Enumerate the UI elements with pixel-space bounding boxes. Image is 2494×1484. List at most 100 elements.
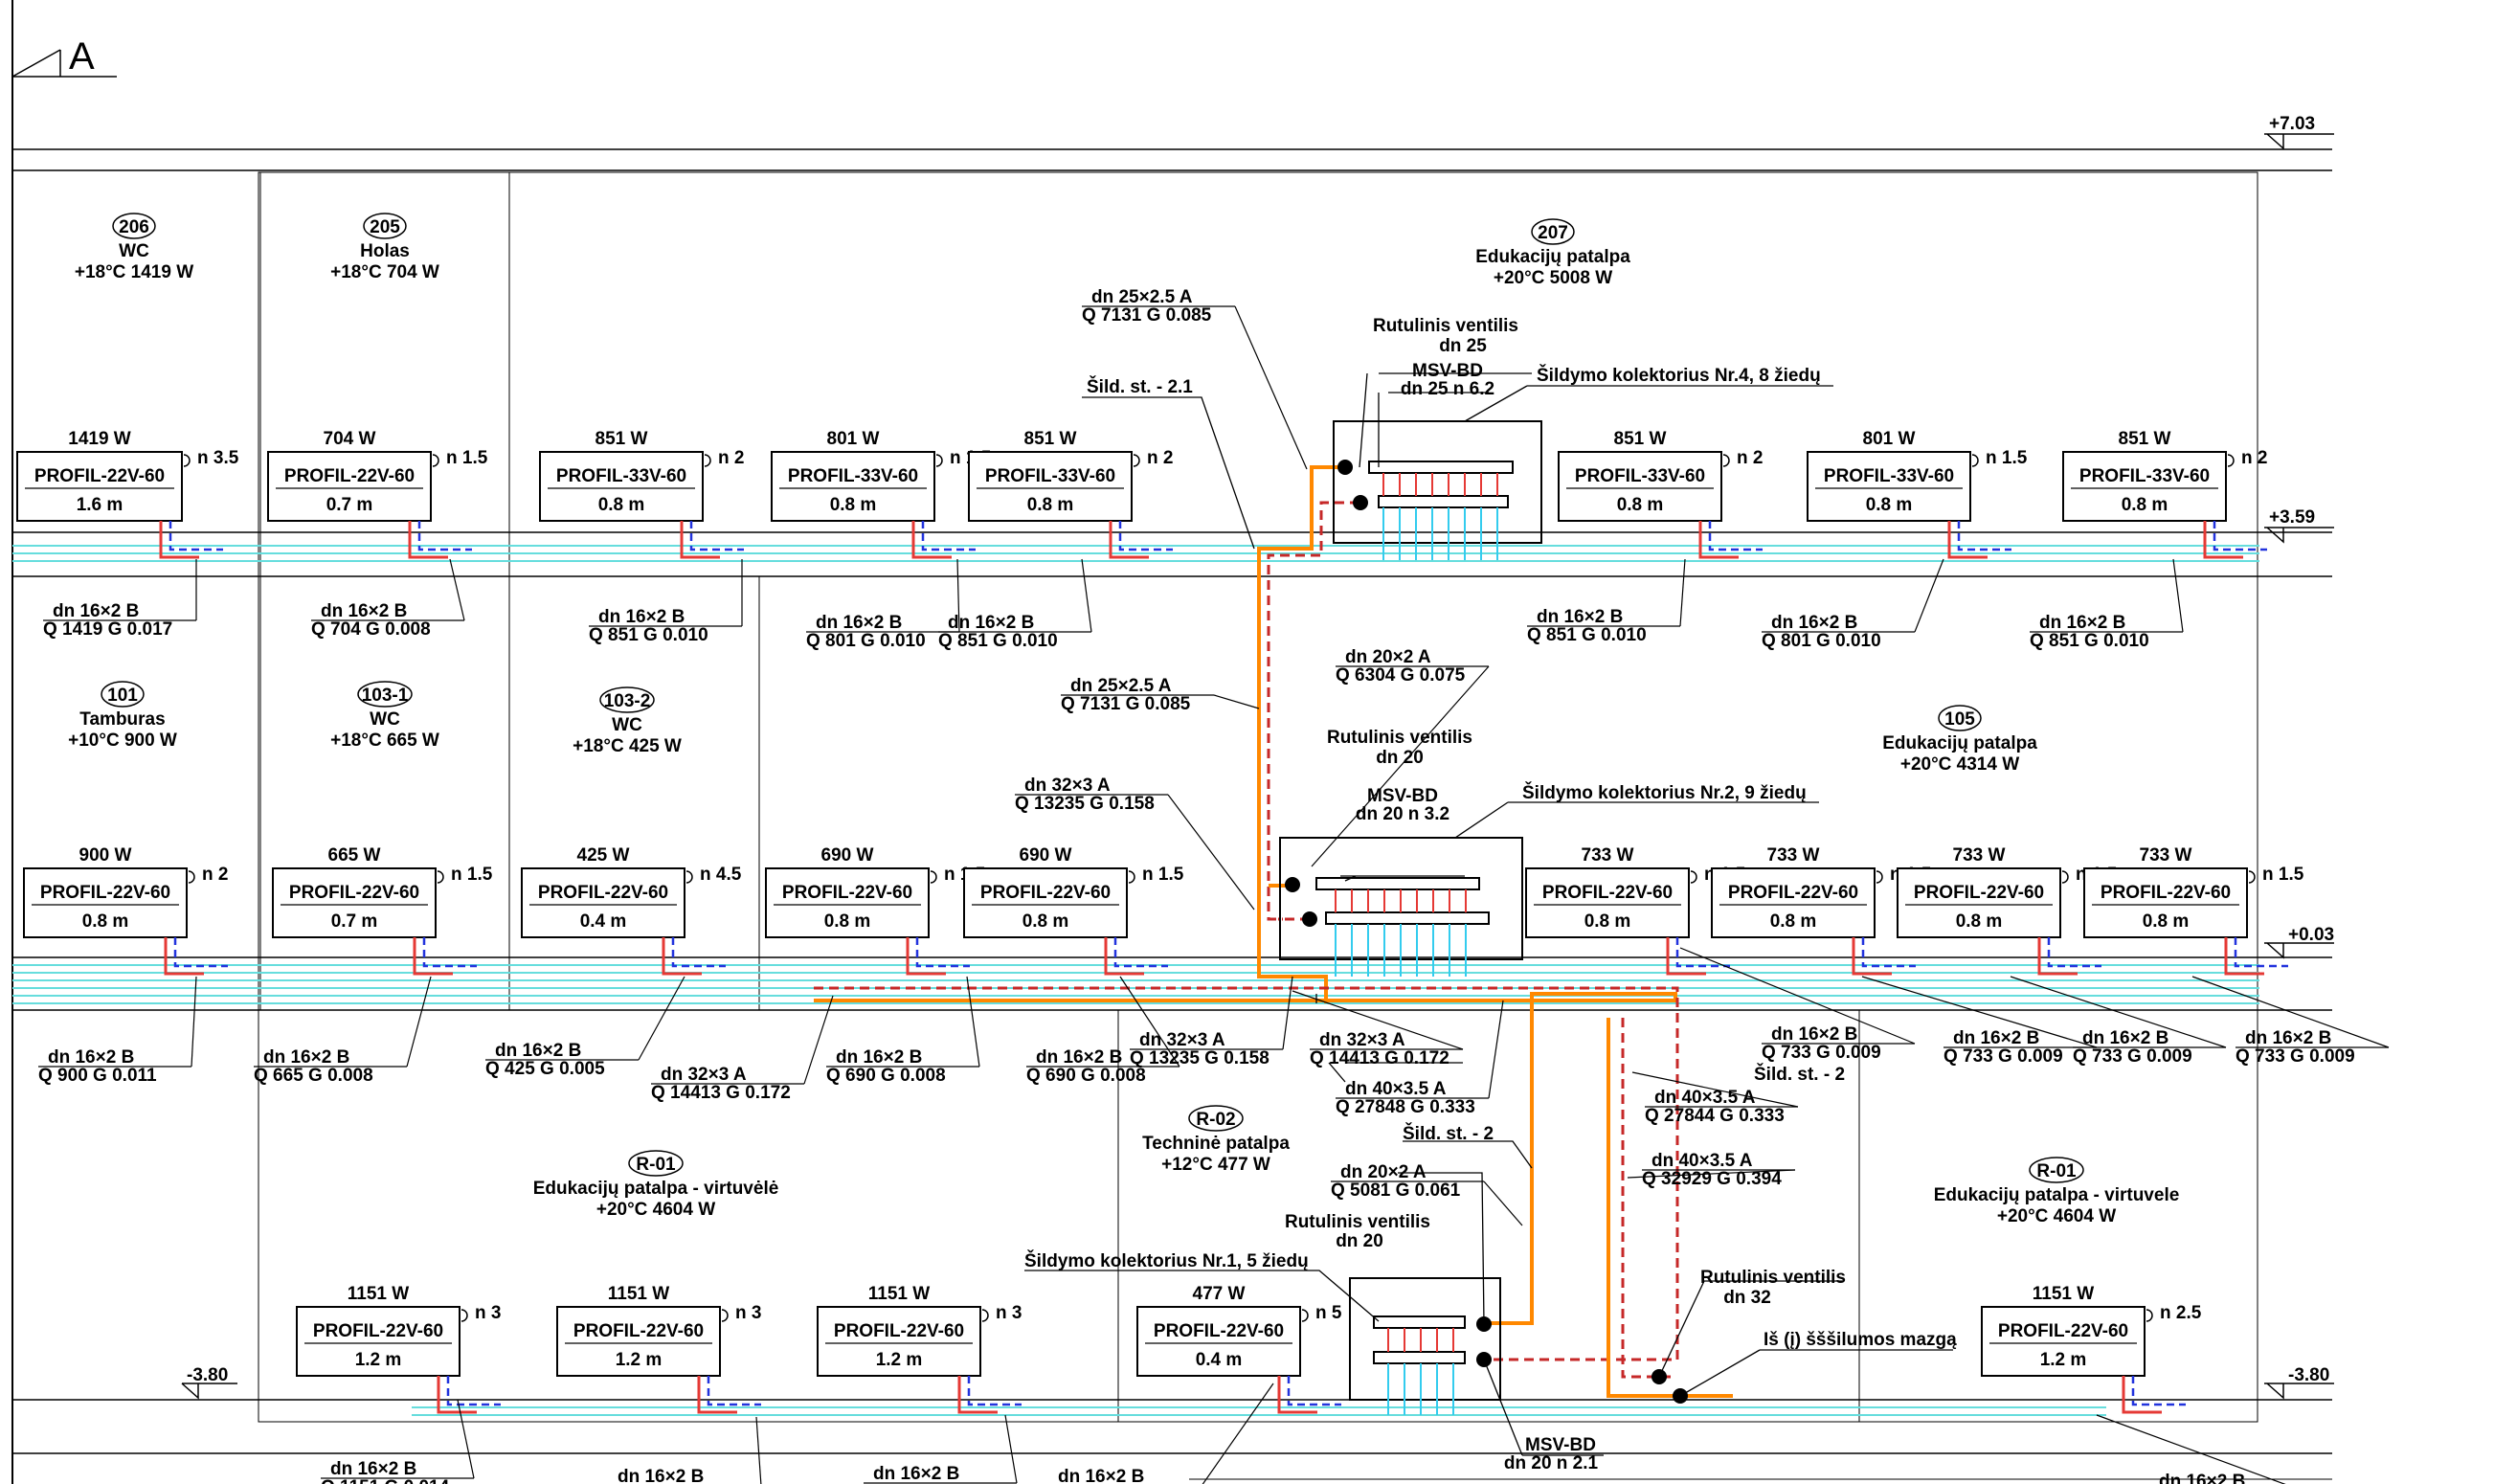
pipe-flow: Q 7131 G 0.085 xyxy=(1082,305,1212,326)
room-spec: +18°C 704 W xyxy=(330,262,439,282)
radiator-model: PROFIL-22V-60 xyxy=(1728,883,1858,903)
room-spec: +18°C 425 W xyxy=(573,736,682,756)
thermostat-icon xyxy=(721,1309,729,1322)
radiator-model: PROFIL-22V-60 xyxy=(1914,883,2044,903)
pipe-dimension: dn 16×2 B xyxy=(263,1047,349,1068)
pipe-flow: Q 900 G 0.011 xyxy=(38,1066,157,1086)
svg-text:Šildymo kolektorius Nr.4, 8 ži: Šildymo kolektorius Nr.4, 8 žiedų xyxy=(1537,365,1821,386)
pipe-label: dn 40×3.5 AQ 27844 G 0.333 xyxy=(1631,1071,1799,1126)
svg-text:dn 20: dn 20 xyxy=(1336,1231,1383,1251)
svg-text:+3.59: +3.59 xyxy=(2269,507,2315,528)
thermostat-icon xyxy=(1971,454,1979,467)
supply-pipe xyxy=(1666,937,1706,976)
radiator-model: PROFIL-33V-60 xyxy=(985,466,1115,486)
radiator-length: 1.2 m xyxy=(876,1350,923,1370)
radiator-power: 851 W xyxy=(595,429,648,449)
radiator-length: 0.8 m xyxy=(824,911,871,932)
supply-pipe xyxy=(697,1376,737,1414)
pipe-dimension: dn 32×3 A xyxy=(661,1065,747,1085)
valve-dot xyxy=(1353,495,1368,510)
svg-text:Rutulinis ventilis: Rutulinis ventilis xyxy=(1285,1212,1430,1232)
radiator-length: 0.8 m xyxy=(82,911,129,932)
radiator-power: 851 W xyxy=(1024,429,1077,449)
pipe-flow: Q 733 G 0.009 xyxy=(2073,1046,2192,1067)
supply-pipe xyxy=(2037,937,2078,976)
pipe-dimension: dn 25×2.5 A xyxy=(1070,676,1172,696)
svg-text:MSV-BD: MSV-BD xyxy=(1367,786,1438,806)
radiator-setting: n 1.5 xyxy=(2262,865,2304,885)
radiator-model: PROFIL-33V-60 xyxy=(1575,466,1705,486)
pipe-flow: Q 32929 G 0.394 xyxy=(1642,1169,1782,1189)
svg-text:+0.03: +0.03 xyxy=(2288,925,2334,945)
room-name: Edukacijų patalpa - virtuvele xyxy=(1934,1185,2180,1205)
room-spec: +10°C 900 W xyxy=(68,731,177,751)
pipe-label: dn 32×3 AQ 13235 G 0.158 xyxy=(1015,776,1255,911)
svg-text:Iš (į) šššilumos mazgą: Iš (į) šššilumos mazgą xyxy=(1764,1330,1957,1350)
pipe-dimension: dn 16×2 B xyxy=(873,1464,959,1484)
radiator-power: 801 W xyxy=(1863,429,1916,449)
svg-text:+7.03: +7.03 xyxy=(2269,114,2315,134)
radiator-power: 900 W xyxy=(79,845,132,866)
supply-pipe xyxy=(1698,521,1739,559)
radiator-power: 1151 W xyxy=(868,1284,930,1304)
room-number: 101 xyxy=(107,686,138,706)
pipe-label: dn 40×3.5 AQ 32929 G 0.394 xyxy=(1627,1151,1796,1189)
radiator-model: PROFIL-22V-60 xyxy=(834,1321,964,1341)
radiator-setting: n 3 xyxy=(475,1303,501,1323)
supply-pipe xyxy=(164,937,204,976)
return-pipe xyxy=(1118,521,1173,551)
radiator-length: 0.8 m xyxy=(2143,911,2190,932)
svg-text:Rutulinis ventilis: Rutulinis ventilis xyxy=(1700,1268,1846,1288)
radiator-setting: n 2 xyxy=(1147,448,1173,468)
pipe-flow: Q 7131 G 0.085 xyxy=(1061,694,1191,714)
radiator-setting: n 1.5 xyxy=(446,448,488,468)
annotation-texts: Rutulinis ventilis dn 25 MSV-BD dn 25 n … xyxy=(1024,316,1957,1473)
svg-text:MSV-BD: MSV-BD xyxy=(1525,1435,1596,1455)
collector-nr4 xyxy=(1333,420,1542,560)
radiator-length: 0.8 m xyxy=(1866,495,1913,515)
radiator-length: 0.7 m xyxy=(326,495,373,515)
sheet-title: A xyxy=(69,35,95,78)
svg-text:dn 32: dn 32 xyxy=(1723,1288,1771,1308)
radiator-power: 1151 W xyxy=(608,1284,669,1304)
pipe-label: dn 32×3 AQ 14413 G 0.172 xyxy=(651,995,834,1103)
level-labels: +7.03 +3.59 +0.03 -3.80 -3.80 xyxy=(187,114,2334,1385)
thermostat-icon xyxy=(2061,870,2069,884)
return-pipe xyxy=(1113,937,1168,968)
thermostat-icon xyxy=(461,1309,468,1322)
svg-text:Šild. st. - 2: Šild. st. - 2 xyxy=(1403,1123,1494,1144)
pipe-flow: Q 733 G 0.009 xyxy=(2236,1046,2355,1067)
return-pipe xyxy=(915,937,970,968)
pipe-dimension: dn 16×2 B xyxy=(598,607,685,627)
radiator-model: PROFIL-22V-60 xyxy=(1154,1321,1284,1341)
radiator-model: PROFIL-22V-60 xyxy=(782,883,912,903)
radiator-setting: n 3 xyxy=(996,1303,1022,1323)
supply-pipe xyxy=(408,521,448,559)
pipe-label: dn 16×2 BQ 665 G 0.008 xyxy=(254,976,432,1086)
thermostat-icon xyxy=(704,454,711,467)
pipe-flow: Q 27848 G 0.333 xyxy=(1336,1097,1475,1117)
return-pipe xyxy=(1861,937,1916,968)
radiator-power: 704 W xyxy=(324,429,376,449)
pipe-dimension: dn 20×2 A xyxy=(1340,1162,1427,1182)
radiator-length: 0.4 m xyxy=(580,911,627,932)
pipe-label: dn 25×2.5 AQ 7131 G 0.085 xyxy=(1082,287,1308,470)
room-spec: +20°C 4314 W xyxy=(1900,754,2019,775)
pipe-flow: Q 733 G 0.009 xyxy=(1762,1043,1881,1063)
room-number: R-01 xyxy=(636,1155,676,1175)
pipe-dimension: dn 16×2 B xyxy=(1036,1047,1122,1068)
radiator-length: 0.4 m xyxy=(1196,1350,1243,1370)
pipe-flow: Q 690 G 0.008 xyxy=(826,1066,946,1086)
